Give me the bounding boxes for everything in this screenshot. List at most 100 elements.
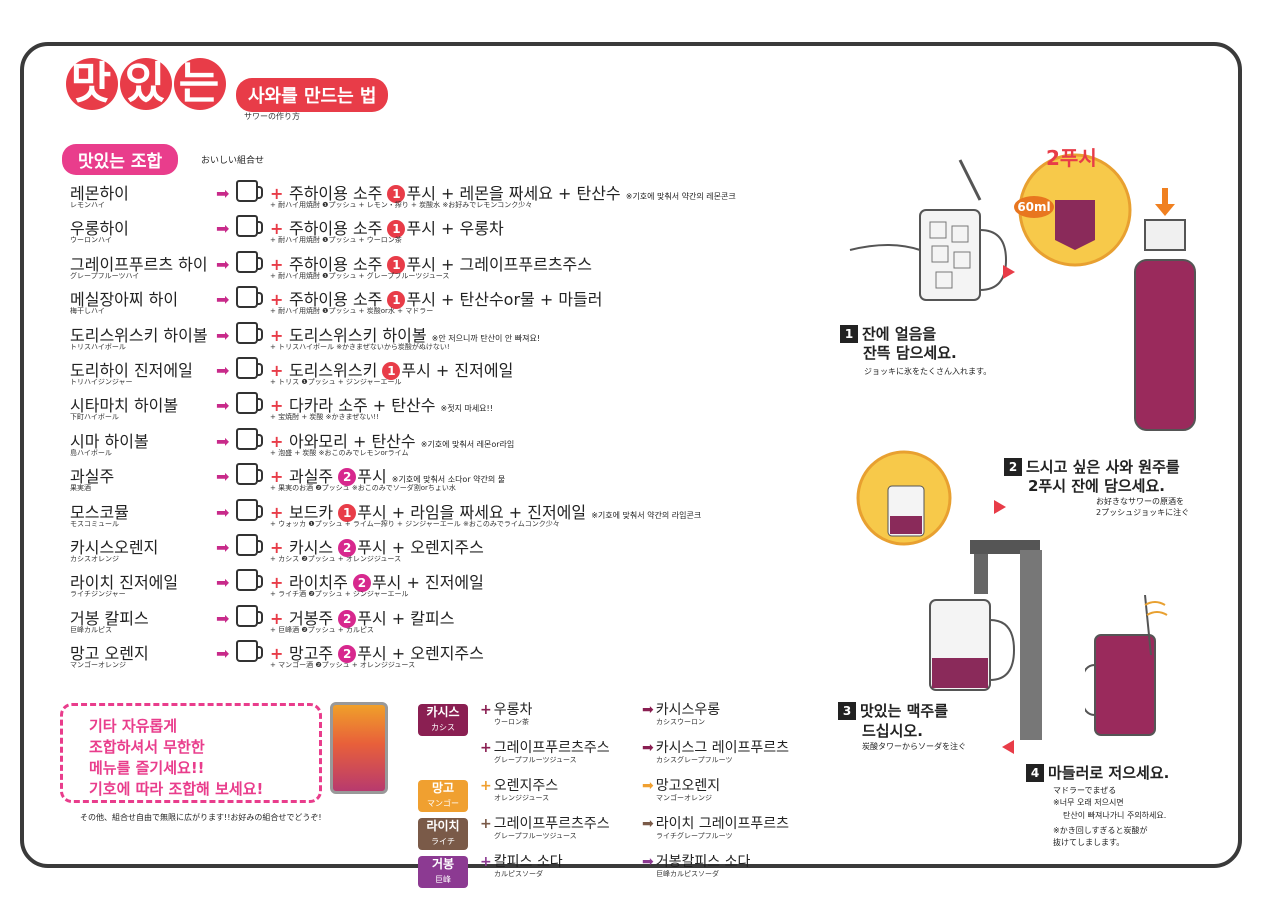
recipe-sub: + トリスハイボール [270,342,334,351]
recipe-after: 푸시 + 진저에일 [401,360,514,380]
recipe-note: ※기호에 맞춰서 약간의 레몬콘크 [625,192,736,201]
recipe-base: 라이치주 [288,573,353,593]
step2-note-2: 2プッシュジョッキに注ぐ [1096,508,1190,517]
arrow-icon: ➡ [216,573,230,593]
recipe-ingredients: + 도리스위스키 하이볼 ※안 저으니까 탄산이 안 빠져요! [270,322,540,346]
step2-title-line1: 드시고 싶은 사와 원주를 [1026,458,1180,476]
recipe-ingredients-jp: + 耐ハイ用焼酎 ❶プッシュ + ウーロン茶 [270,235,402,245]
recipe-name-jp: グレープフルーツハイ [70,271,140,280]
recipe-name-jp: 果実酒 [70,484,91,493]
recipe-base: 주하이용 소주 [288,290,388,310]
mug-icon [236,569,263,592]
push-count-badge: 1 [387,185,406,203]
recipe-after: 푸시 + 칼피스 [357,608,455,628]
arrow-icon: ➡ [216,644,230,664]
recipe-name: 거봉 칼피스 [70,608,149,628]
arrow-icon: ➡ [216,254,230,274]
step4-number: 4 [1026,764,1044,782]
page-subtitle-jp: サワーの作り方 [244,112,300,121]
mug-icon [236,463,263,486]
recipe-note: ※기호에 맞춰서 레몬or라임 [420,439,515,449]
mug-icon [236,321,263,344]
recipe-name-jp: 巨峰カルピス [70,625,112,634]
recipe-name: 카시스오렌지 [70,537,159,557]
push-count-badge: 1 [382,361,401,380]
mix-tag-jp: カシス [431,723,455,732]
plus-icon: + [270,184,289,203]
recipe-name: 과실주 [70,467,115,487]
recipe-name: 우롱하이 [70,219,129,239]
step4-note-3: 탄산이 빠져나가니 주의하세요. [1063,811,1167,820]
free-combo-box: 기타 자유롭게 조합하셔서 무한한 메뉴를 즐기세요!! 기호에 따라 조합해 … [60,703,322,803]
recipe-name: 도리하이 진저에일 [70,360,193,380]
arrow-icon: ➡ [216,467,230,487]
recipe-name: 그레이프푸르츠 하이 [70,254,208,274]
recipe-sub: + 巨峰酒 ❷プッシュ + カルピス [270,625,374,634]
step2-note-1: お好きなサワーの原酒を [1096,497,1184,506]
arrow-icon: ➡ [216,396,230,416]
push-count-badge: 2 [338,538,357,557]
plus-icon: + [480,854,492,870]
mug-icon [236,286,263,309]
recipe-after: 푸시 + 진저에일 [371,573,484,593]
step4-note-5: 抜けてしまします。 [1053,838,1125,847]
plus-icon: + [270,644,289,664]
mix-tag-jp: ライチ [431,837,455,846]
plus-icon: + [270,396,289,416]
arrow-icon: ➡ [642,740,654,756]
recipe-base: 도리스위스키 [288,360,383,380]
recipe-sub-note: ※おこのみでレモンorライム [318,448,409,457]
mug-icon [236,640,263,663]
mug-icon [236,215,263,238]
mix-ingredient-jp: グレープフルーツジュース [494,832,577,840]
section-heading-jp: おいしい組合せ [201,156,265,166]
plus-icon: + [270,290,289,310]
mix-ingredient-jp: カルピスソーダ [494,870,543,878]
recipe-name-jp: マンゴーオレンジ [70,661,126,670]
arrow-icon: ➡ [216,219,230,239]
step4-note-2: ※너무 오래 저으시면 [1053,798,1124,807]
recipe-sub: + 耐ハイ用焼酎 ❶プッシュ + 炭酸or水 + マドラー [270,307,434,316]
recipe-base: 망고주 [288,644,339,664]
free-line-4: 기호에 따라 조합해 보세요! [89,780,264,798]
arrow-icon: ➡ [216,431,230,451]
recipe-note: ※안 저으니까 탄산이 안 빠져요! [431,333,541,343]
recipe-name: 도리스위스키 하이볼 [70,325,208,345]
push-count-badge: 2 [338,645,357,664]
recipe-ingredients: + 아와모리 + 탄산수 ※기호에 맞춰서 레몬or라임 [270,428,514,452]
recipe-name-jp: ウーロンハイ [70,236,112,245]
mix-result-jp: 巨峰カルピスソーダ [656,870,719,878]
plus-icon: + [480,816,492,832]
recipe-name-jp: 島ハイボール [70,448,112,457]
mug-icon [236,180,263,202]
recipe-sub-note: ※かきまぜないから炭酸がぬけない! [336,342,450,351]
mix-tag-label: 라이치 [426,819,460,833]
arrow-icon: ➡ [216,360,230,380]
recipe-ingredients-jp: + 宝焼酎 + 炭酸 ※かきまぜない!! [270,412,379,422]
recipe-ingredients-jp: + トリス ❶プッシュ + ジンジャーエール [270,377,402,387]
recipe-name: 메실장아찌 하이 [70,290,179,310]
recipe-sub: + マンゴー酒 ❷プッシュ + オレンジジュース [270,661,416,670]
mix-ingredient-label: 오렌지주스 [493,778,559,794]
recipe-base: 카시스 [288,537,339,557]
mix-ingredient-label: 우롱차 [493,702,533,718]
push-count-badge: 1 [338,503,357,522]
mix-result-label: 카시스우롱 [655,702,721,718]
recipe-sub: + 泡盛 + 炭酸 [270,448,317,457]
recipe-base: 주하이용 소주 [288,219,388,239]
recipe-sub: + 果実のお酒 ❷プッシュ [270,484,350,493]
